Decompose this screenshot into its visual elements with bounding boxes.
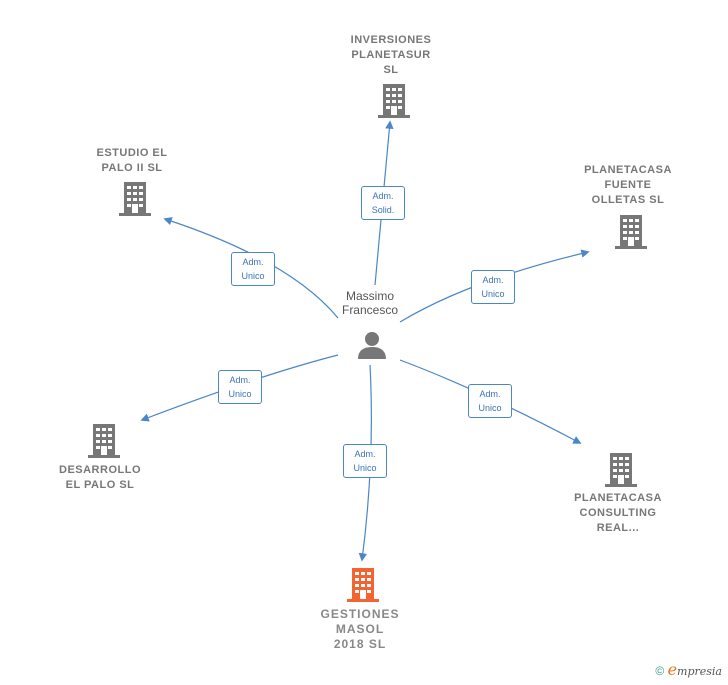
empresia-logo-initial: e bbox=[667, 660, 678, 679]
person-name[interactable]: Massimo Francesco bbox=[341, 289, 399, 317]
empresia-watermark[interactable]: © empresia bbox=[655, 660, 722, 679]
role-badge-inversiones[interactable]: Adm. Solid. bbox=[361, 186, 405, 220]
role-badge-planetacasa-consulting[interactable]: Adm. Unico bbox=[468, 384, 512, 418]
role-badge-planetacasa-fuente[interactable]: Adm. Unico bbox=[471, 270, 515, 304]
empresia-logo-text: mpresia bbox=[677, 665, 722, 678]
role-badge-estudio[interactable]: Adm. Unico bbox=[231, 252, 275, 286]
company-label-inversiones[interactable]: INVERSIONES PLANETASUR SL bbox=[350, 34, 432, 76]
building-icon-inversiones[interactable] bbox=[378, 84, 410, 118]
company-label-gestiones[interactable]: GESTIONES MASOL 2018 SL bbox=[320, 607, 400, 651]
company-label-estudio[interactable]: ESTUDIO EL PALO II SL bbox=[96, 147, 168, 174]
role-badge-gestiones[interactable]: Adm. Unico bbox=[343, 444, 387, 478]
company-label-planetacasa-consulting[interactable]: PLANETACASA CONSULTING REAL... bbox=[574, 492, 662, 534]
role-badge-desarrollo[interactable]: Adm. Unico bbox=[218, 370, 262, 404]
company-label-desarrollo[interactable]: DESARROLLO EL PALO SL bbox=[59, 464, 141, 491]
company-label-planetacasa-fuente[interactable]: PLANETACASA FUENTE OLLETAS SL bbox=[584, 164, 672, 206]
building-icon-planetacasa-fuente[interactable] bbox=[615, 215, 647, 249]
building-icon-gestiones[interactable] bbox=[347, 568, 379, 602]
building-icon-estudio[interactable] bbox=[119, 182, 151, 216]
person-icon[interactable] bbox=[357, 331, 387, 359]
copyright-icon: © bbox=[655, 664, 665, 678]
building-icon-desarrollo[interactable] bbox=[88, 424, 120, 458]
building-icon-planetacasa-consulting[interactable] bbox=[605, 453, 637, 487]
